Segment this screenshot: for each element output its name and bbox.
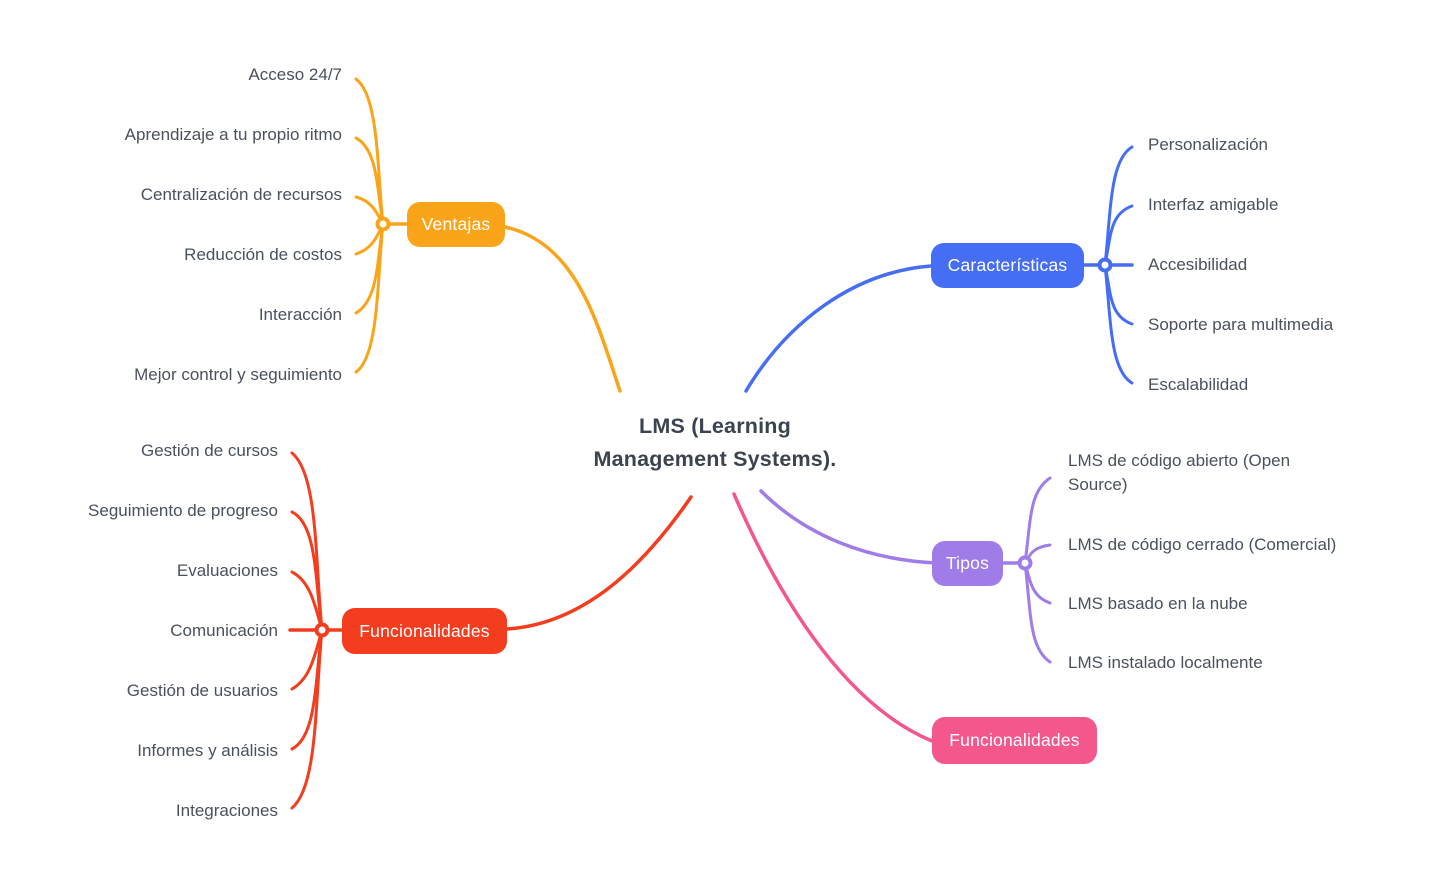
leaf-gestion-usuarios[interactable]: Gestión de usuarios	[126, 681, 278, 700]
branch-junction-caracteristicas	[1097, 257, 1113, 273]
branch-lines-tipos	[759, 476, 1052, 664]
leaf-escalabilidad[interactable]: Escalabilidad	[1148, 375, 1249, 394]
node-funcionalidades-pink[interactable]: Funcionalidades	[932, 717, 1097, 764]
leaf-comunicacion[interactable]: Comunicación	[170, 621, 278, 640]
leaf-accesibilidad[interactable]: Accesibilidad	[1148, 255, 1248, 274]
leaf-lms-codigo-abierto[interactable]: LMS de código abierto (Open Source)	[1068, 451, 1291, 494]
leaf-lms-nube[interactable]: LMS basado en la nube	[1068, 594, 1248, 613]
node-caracteristicas[interactable]: Características	[931, 243, 1084, 288]
branch-lines-caracteristicas	[744, 145, 1134, 393]
leaf-personalizacion[interactable]: Personalización	[1148, 135, 1269, 154]
leaf-informes-analisis[interactable]: Informes y análisis	[137, 741, 278, 760]
leaf-centralizacion-recursos[interactable]: Centralización de recursos	[140, 185, 342, 204]
leaf-integraciones[interactable]: Integraciones	[175, 801, 278, 820]
root-node-title[interactable]: LMS (Learning Management Systems).	[545, 410, 885, 476]
leaf-mejor-control-seguimiento[interactable]: Mejor control y seguimiento	[134, 365, 342, 384]
branch-lines-funcionalidades	[288, 451, 693, 810]
branch-lines-funcionalidades-pink	[732, 492, 934, 743]
leaf-lms-codigo-cerrado[interactable]: LMS de código cerrado (Comercial)	[1068, 535, 1337, 554]
node-tipos[interactable]: Tipos	[932, 541, 1003, 586]
leaf-gestion-cursos[interactable]: Gestión de cursos	[140, 441, 278, 460]
leaf-acceso-24-7[interactable]: Acceso 24/7	[248, 65, 342, 84]
node-funcionalidades[interactable]: Funcionalidades	[342, 608, 507, 654]
leaf-soporte-multimedia[interactable]: Soporte para multimedia	[1148, 315, 1334, 334]
leaf-interfaz-amigable[interactable]: Interfaz amigable	[1148, 195, 1279, 214]
node-ventajas[interactable]: Ventajas	[407, 202, 505, 247]
leaf-lms-local[interactable]: LMS instalado localmente	[1068, 653, 1263, 672]
branch-junction-ventajas	[375, 216, 391, 232]
leaf-evaluaciones[interactable]: Evaluaciones	[176, 561, 278, 580]
leaf-seguimiento-progreso[interactable]: Seguimiento de progreso	[88, 501, 278, 520]
branch-junction-tipos	[1017, 555, 1033, 571]
root-title-line2: Management Systems).	[593, 447, 837, 471]
leaf-aprendizaje-propio-ritmo[interactable]: Aprendizaje a tu propio ritmo	[124, 125, 342, 144]
branch-lines-ventajas	[354, 77, 622, 393]
branch-junction-funcionalidades	[314, 622, 330, 638]
leaf-reduccion-costos[interactable]: Reducción de costos	[184, 245, 342, 264]
root-title-line1: LMS (Learning	[639, 414, 791, 438]
leaf-interaccion[interactable]: Interacción	[258, 305, 342, 324]
